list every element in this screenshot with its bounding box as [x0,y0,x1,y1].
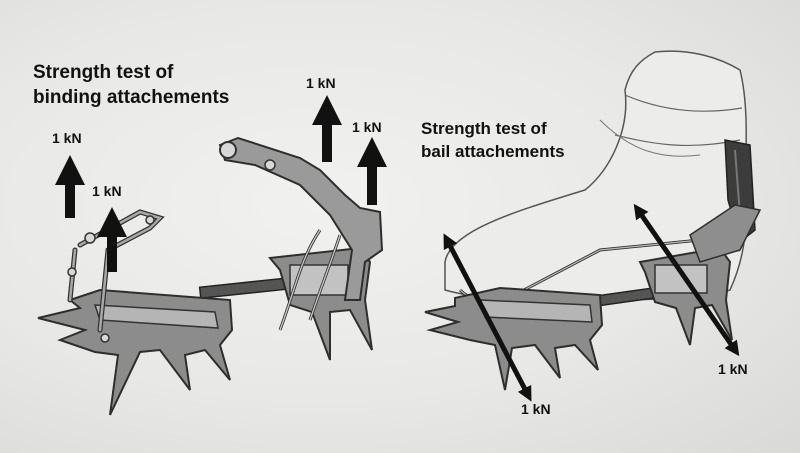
bail-test-heading-line2: bail attachements [421,142,565,161]
force-label-right-toe: 1 kN [521,401,551,417]
force-arrow-right-heel [633,203,740,357]
bail-test-heading-line1: Strength test of [421,119,547,138]
binding-test-heading-line1: Strength test of [33,62,174,83]
bail-test-heading: Strength test of bail attachements [421,117,565,163]
right-rear-frame [638,246,733,346]
right-boot-crampon [424,50,762,391]
binding-test-heading-line2: binding attachements [33,87,230,108]
force-label-left-rear-upper: 1 kN [306,75,336,91]
left-heel-lever [218,136,384,301]
force-label-left-front-inner: 1 kN [92,183,122,199]
binding-test-heading: Strength test of binding attachements [33,60,229,110]
force-label-left-front-outer: 1 kN [52,130,82,146]
force-label-right-heel: 1 kN [718,361,748,377]
force-label-left-rear-lower: 1 kN [352,119,382,135]
left-crampon [37,136,384,416]
force-arrow-right-toe [443,233,532,402]
